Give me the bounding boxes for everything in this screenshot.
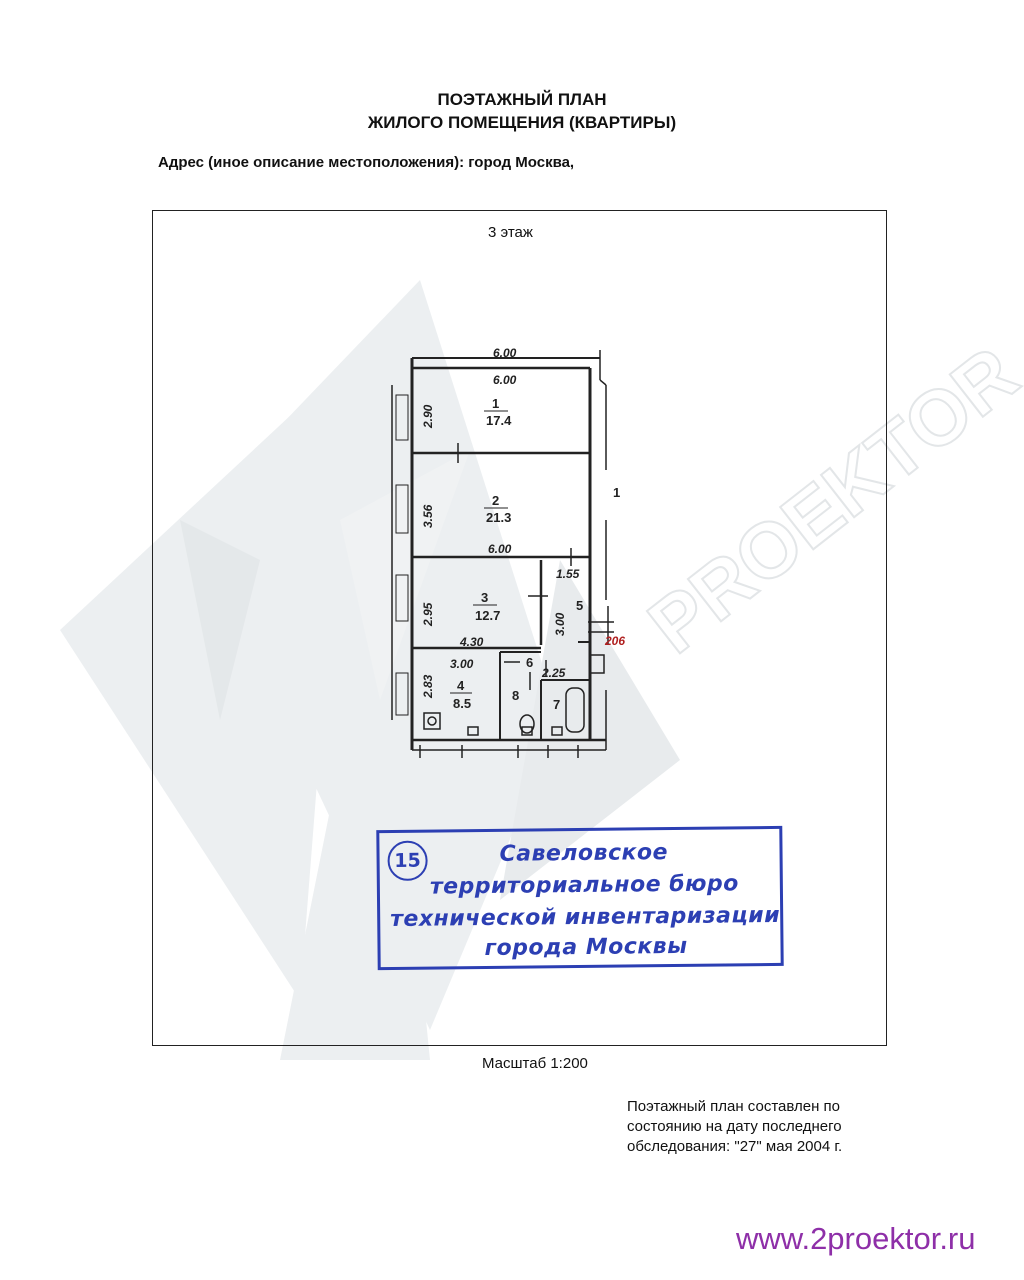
survey-note: Поэтажный план составлен по состоянию на… — [627, 1097, 842, 1157]
room-2-area: 21.3 — [486, 510, 511, 525]
dim-room4-depth: 2.83 — [421, 674, 435, 699]
room-1-area: 17.4 — [486, 413, 512, 428]
room-4-area: 8.5 — [453, 696, 471, 711]
room-4-number: 4 — [457, 678, 465, 693]
room-5-number: 5 — [576, 598, 583, 613]
dim-room2-depth: 3.56 — [421, 504, 435, 528]
scale-label: Масштаб 1:200 — [482, 1055, 588, 1072]
plan-title-line2: ЖИЛОГО ПОМЕЩЕНИЯ (КВАРТИРЫ) — [367, 113, 677, 132]
plan-frame — [152, 210, 887, 1046]
plan-title-line1: ПОЭТАЖНЫЙ ПЛАН — [437, 90, 607, 109]
dim-room3-width: 4.30 — [459, 635, 484, 649]
room-6-number: 6 — [526, 655, 533, 670]
dim-room1-width: 6.00 — [493, 373, 517, 387]
dim-room3-depth: 2.95 — [421, 602, 435, 627]
room-1-number: 1 — [492, 396, 499, 411]
survey-line-1: Поэтажный план составлен по — [627, 1098, 840, 1115]
address-line: Адрес (иное описание местоположения): го… — [158, 154, 575, 171]
room-2-number: 2 — [492, 493, 499, 508]
dim-bath-width: 2.25 — [541, 666, 566, 680]
stamp-line-3: технической инвентаризации — [390, 902, 781, 932]
dim-room2-width: 6.00 — [488, 542, 512, 556]
dim-room4-width: 3.00 — [450, 657, 474, 671]
website-link[interactable]: www.2proektor.ru — [736, 1221, 976, 1256]
stamp-line-2: территориальное бюро — [429, 871, 739, 900]
room-3-area: 12.7 — [475, 608, 500, 623]
room-8-number: 8 — [512, 688, 519, 703]
apartment-number: 206 — [604, 634, 625, 648]
dim-hall-depth: 3.00 — [553, 612, 567, 636]
dim-top-outer: 6.00 — [493, 346, 517, 360]
room-7-number: 7 — [553, 697, 560, 712]
survey-line-2: состоянию на дату последнего — [627, 1118, 842, 1135]
room-3-number: 3 — [481, 590, 488, 605]
floor-label: 3 этаж — [488, 224, 533, 241]
stamp-line-1: Савеловское — [499, 840, 669, 867]
dim-hall-width: 1.55 — [556, 567, 580, 581]
stamp-number: 15 — [387, 840, 428, 882]
inventory-bureau-stamp: 15 Савеловское территориальное бюро техн… — [376, 825, 784, 971]
survey-line-3: обследования: "27" мая 2004 г. — [627, 1138, 843, 1155]
stairs-label: 1 — [613, 485, 620, 500]
stamp-line-4: города Москвы — [484, 933, 688, 962]
dim-room1-depth: 2.90 — [421, 404, 435, 429]
